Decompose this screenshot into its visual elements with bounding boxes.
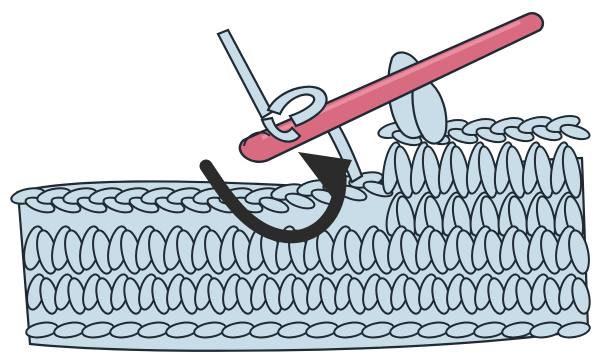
crochet-illustration bbox=[0, 0, 602, 361]
crochet-diagram-canvas bbox=[0, 0, 602, 361]
